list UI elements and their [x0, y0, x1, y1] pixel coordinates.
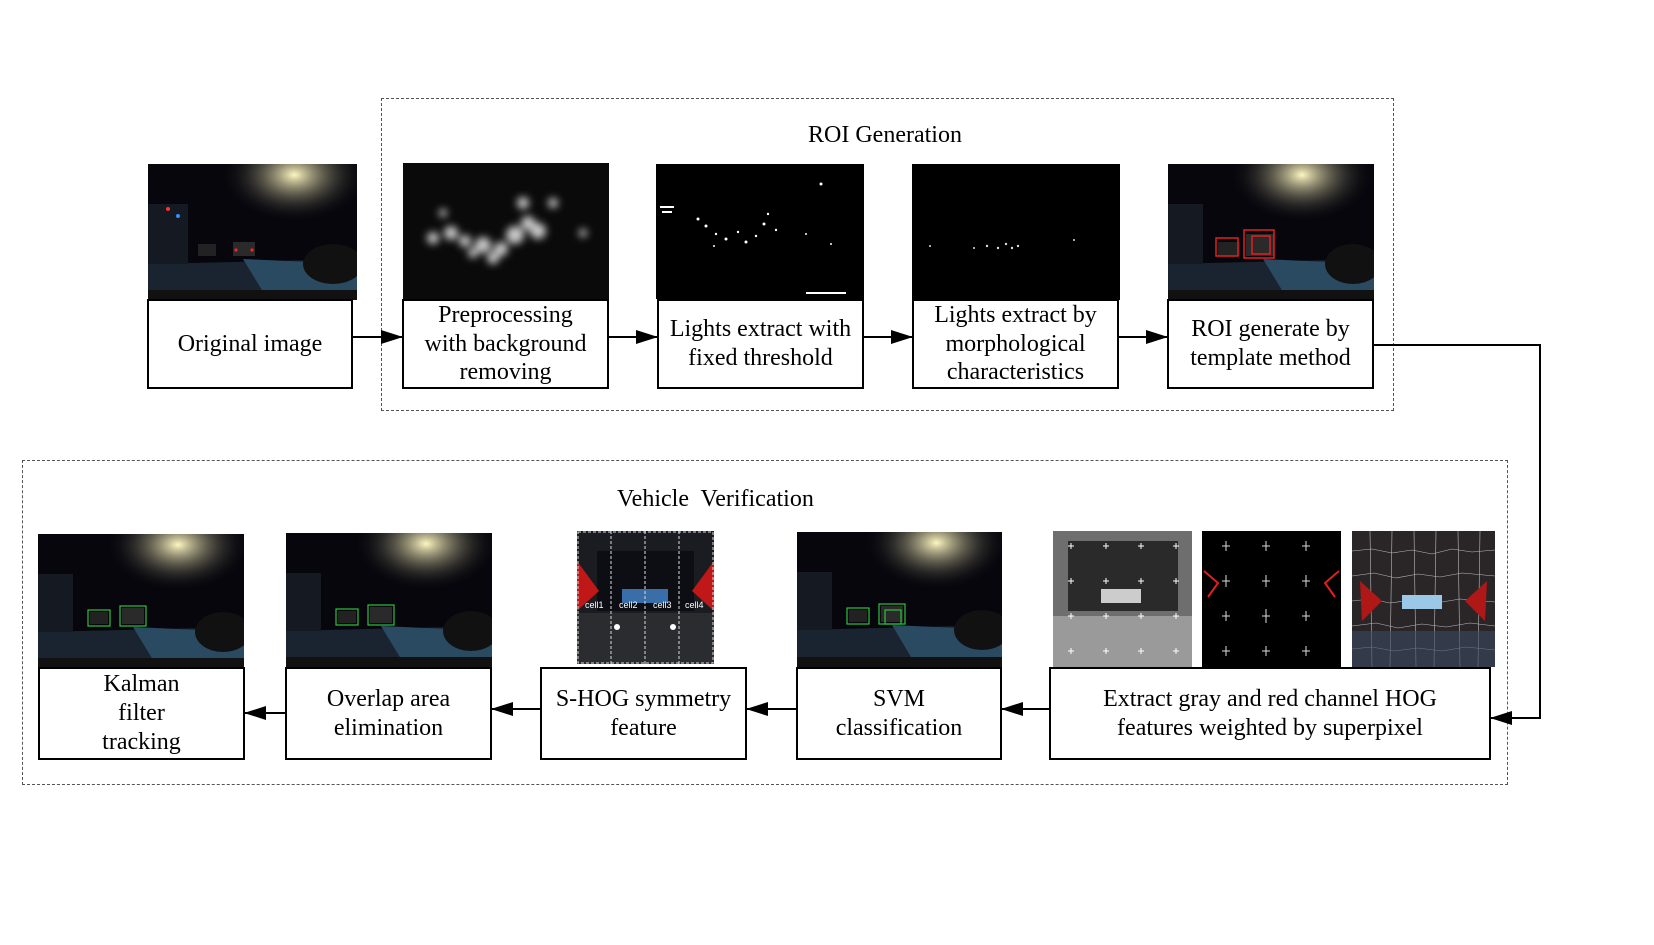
lights-morphological-thumbnail [912, 164, 1120, 300]
roi-template-step: ROI generate by template method [1167, 299, 1374, 389]
hog-red-thumbnail [1202, 531, 1341, 667]
vehicle-verification-group [22, 460, 1508, 785]
shog-cell-label-3: cell3 [653, 600, 672, 610]
shog-cell-label-4: cell4 [685, 600, 704, 610]
vehicle-verification-title: Vehicle Verification [617, 486, 814, 512]
shog-thumbnail: cell1 cell2 cell3 cell4 [577, 531, 714, 664]
preprocessing-thumbnail [403, 163, 609, 299]
roi-generation-title: ROI Generation [808, 122, 962, 148]
superpixel-thumbnail [1352, 531, 1495, 667]
lights-morphological-step: Lights extract by morphological characte… [912, 299, 1119, 389]
lights-fixed-threshold-step: Lights extract with fixed threshold [657, 299, 864, 389]
original-image-step: Original image [147, 299, 353, 389]
lights-fixed-threshold-thumbnail [656, 164, 864, 299]
shog-step: S-HOG symmetry feature [540, 667, 747, 760]
overlap-step: Overlap area elimination [285, 667, 492, 760]
kalman-thumbnail [38, 534, 244, 668]
roi-generation-group [381, 98, 1394, 411]
original-image-thumbnail [148, 164, 357, 300]
kalman-step: Kalman filter tracking [38, 667, 245, 760]
preprocessing-step: Preprocessing with background removing [402, 299, 609, 389]
shog-cell-label-1: cell1 [585, 600, 604, 610]
svm-step: SVM classification [796, 667, 1002, 760]
hog-gray-thumbnail [1053, 531, 1192, 667]
overlap-thumbnail [286, 533, 492, 667]
svm-thumbnail [797, 532, 1002, 667]
extract-hog-step: Extract gray and red channel HOG feature… [1049, 667, 1491, 760]
shog-cell-label-2: cell2 [619, 600, 638, 610]
roi-template-thumbnail [1168, 164, 1374, 300]
arrow-roi-to-extract-hog [1374, 344, 1541, 725]
